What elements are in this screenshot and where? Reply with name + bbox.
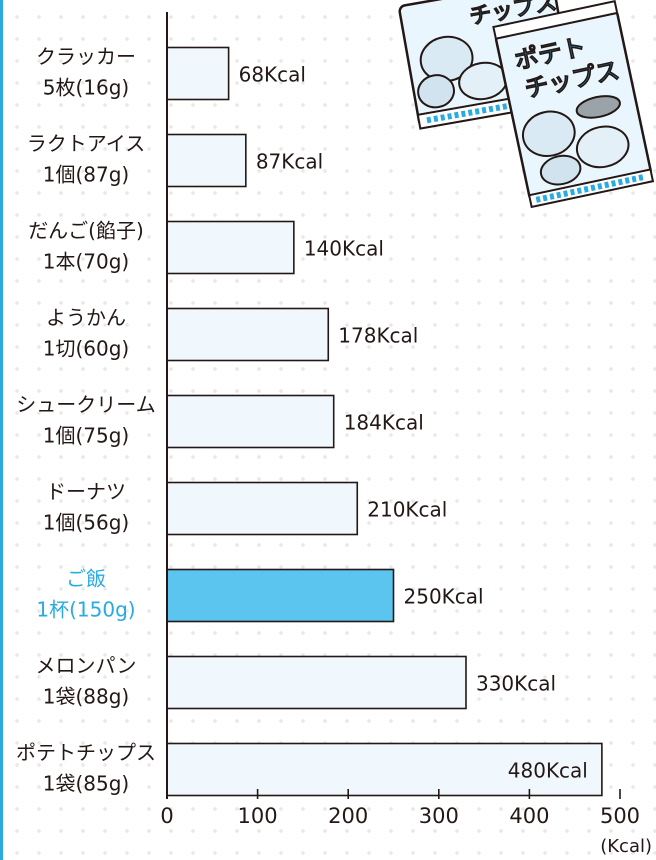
category-label-1-line-1: 1個(87g) — [43, 163, 129, 187]
category-label-3-line-0: ようかん — [46, 306, 126, 330]
category-label-8-line-0: ポテトチップス — [16, 741, 156, 765]
category-label-7-line-0: メロンパン — [36, 654, 137, 678]
bag-back-text: チップス — [468, 0, 559, 30]
x-axis-unit-label: (Kcal) — [600, 836, 652, 857]
category-label-6-line-0: ご飯 — [66, 567, 106, 591]
bar-1 — [166, 133, 247, 188]
potato-chips-illustration: チップス ポテト チップス — [398, 0, 655, 209]
value-label-6: 250Kcal — [404, 585, 484, 609]
x-axis-ticks: 0 100 200 300 400 500 — [160, 789, 640, 828]
value-label-4: 184Kcal — [344, 411, 424, 435]
tick-label-0: 0 — [160, 804, 173, 828]
tick-label-4: 400 — [509, 804, 549, 828]
bar-3 — [166, 307, 330, 362]
category-label-0-line-1: 5枚(16g) — [43, 76, 129, 100]
category-label-3-line-1: 1切(60g) — [43, 337, 129, 361]
bar-0 — [166, 46, 230, 101]
value-label-7: 330Kcal — [476, 672, 556, 696]
category-label-4-line-1: 1個(75g) — [43, 424, 129, 448]
left-frame-line — [0, 0, 3, 860]
tick-label-1: 100 — [238, 804, 278, 828]
value-labels: 68Kcal 87Kcal 140Kcal 178Kcal 184Kcal 210Kcal… — [239, 63, 588, 783]
value-label-8: 480Kcal — [508, 759, 588, 783]
bar-6 — [166, 568, 395, 623]
bars-group — [166, 46, 603, 797]
bar-8 — [166, 742, 603, 797]
category-label-2-line-0: だんご(餡子) — [28, 219, 144, 243]
bar-4 — [166, 394, 335, 449]
category-label-1-line-0: ラクトアイス — [27, 132, 145, 156]
category-label-7-line-1: 1袋(88g) — [43, 685, 129, 709]
category-label-6-line-1: 1杯(150g) — [36, 598, 135, 622]
value-label-0: 68Kcal — [239, 63, 306, 87]
bar-2 — [166, 220, 295, 275]
category-label-5-line-1: 1個(56g) — [43, 511, 129, 535]
value-label-1: 87Kcal — [256, 150, 323, 174]
category-label-4-line-0: シュークリーム — [16, 393, 155, 417]
category-label-2-line-1: 1本(70g) — [43, 250, 129, 274]
bar-5 — [166, 481, 359, 536]
category-labels: クラッカー 5枚(16g) ラクトアイス 1個(87g) だんご(餡子) 1本(70g) よ… — [16, 45, 156, 796]
value-label-3: 178Kcal — [338, 324, 418, 348]
tick-label-2: 200 — [328, 804, 368, 828]
value-label-5: 210Kcal — [367, 498, 447, 522]
category-label-5-line-0: ドーナツ — [46, 480, 126, 504]
bar-7 — [166, 655, 467, 710]
value-label-2: 140Kcal — [304, 237, 384, 261]
category-label-0-line-0: クラッカー — [36, 45, 136, 69]
chips-bag-front: ポテト チップス — [492, 0, 655, 209]
tick-label-3: 300 — [419, 804, 459, 828]
tick-label-5: 500 — [600, 804, 640, 828]
category-label-8-line-1: 1袋(85g) — [43, 772, 129, 796]
